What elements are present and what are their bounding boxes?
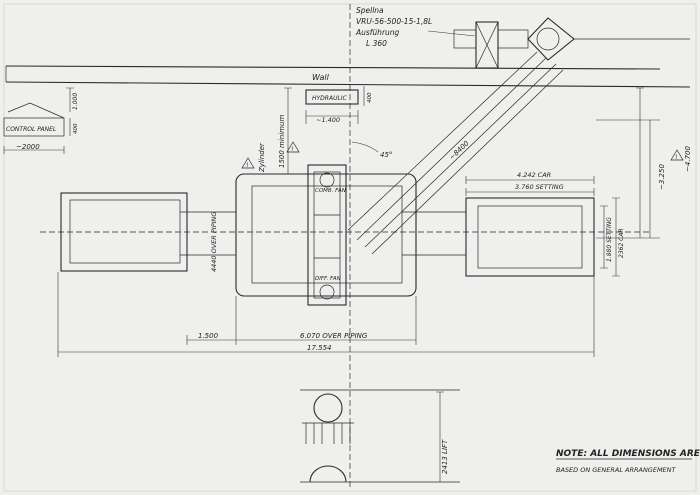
- diff-fan-circle: [319, 284, 335, 300]
- setting-height-dimension: 1.880 SETTING: [606, 217, 613, 262]
- right-short-dimension: ~3.250: [658, 164, 666, 190]
- hydraulic-width: ~1.400: [316, 116, 340, 124]
- lift-detail: 2413 LIFT: [300, 389, 460, 483]
- lower-roller: [309, 465, 347, 483]
- control-panel-label: CONTROL PANEL: [6, 126, 56, 133]
- total-length-dimension: 17.554: [307, 344, 332, 352]
- left-container: 4440 OVER PIPING: [60, 192, 236, 272]
- wall-label: Wall: [312, 73, 330, 82]
- main-machine: COMB. FAN DIFF. FAN: [235, 164, 466, 306]
- spec-line-1: Spellna: [356, 6, 384, 15]
- right-container: 3.760 SETTING 4.242 CAR 1.880 SETTING 23…: [465, 171, 625, 277]
- comb-fan-label: COMB. FAN: [315, 188, 346, 194]
- warning-triangles: ! ! !: [241, 141, 684, 169]
- car-dimension: 4.242 CAR: [517, 171, 551, 179]
- bottom-dimensions: 1.500 6.070 OVER PIPING 17.554: [57, 272, 595, 357]
- svg-text:!: !: [675, 154, 677, 161]
- warning-icon: !: [241, 157, 255, 169]
- left-gap-dimension: 1.500: [198, 332, 219, 340]
- setting-dimension: 3.760 SETTING: [515, 183, 564, 191]
- lift-dimension: 2413 LIFT: [441, 439, 449, 474]
- comb-fan-circle: [319, 172, 335, 188]
- hydraulic-unit: HYDRAULIC ~1.400 400: [305, 86, 373, 124]
- car-height-dimension: 2362 CAR: [618, 228, 625, 258]
- angle-label: 45°: [380, 151, 392, 159]
- diff-fan-label: DIFF. FAN: [315, 276, 341, 282]
- cylinder-clearance-dimension: 1500 minimum: [278, 115, 286, 168]
- right-total-dimension: ~4.700: [684, 146, 692, 172]
- general-note: NOTE: ALL DIMENSIONS ARE BASED ON GENERA…: [556, 449, 700, 474]
- control-panel: CONTROL PANEL ~2000 1.000 400: [3, 87, 79, 154]
- svg-text:!: !: [291, 146, 293, 153]
- note-title: NOTE: ALL DIMENSIONS ARE: [556, 449, 700, 459]
- warning-icon: !: [670, 149, 684, 161]
- spec-line-4: L 360: [366, 39, 387, 48]
- hydraulic-label: HYDRAULIC: [312, 95, 348, 102]
- control-panel-base: 400: [73, 123, 79, 134]
- spec-line-2: VRU-56-500-15-1,8L: [356, 17, 432, 26]
- over-piping-dimension: 6.070 OVER PIPING: [300, 332, 368, 340]
- control-panel-height: 1.000: [72, 93, 79, 110]
- note-subtitle: BASED ON GENERAL ARRANGEMENT: [556, 466, 677, 474]
- angle-annotation: 45°: [351, 141, 392, 159]
- control-panel-width: ~2000: [16, 143, 40, 151]
- spec-line-3: Ausführung: [355, 28, 400, 37]
- cylinder-label: Zylinder: [258, 142, 266, 173]
- over-piping-vertical: 4440 OVER PIPING: [210, 212, 218, 272]
- upper-roller: [313, 393, 343, 423]
- vru-unit-symbol: [453, 17, 690, 69]
- warning-icon: !: [286, 141, 300, 153]
- svg-text:!: !: [246, 162, 248, 169]
- spec-block: Spellna VRU-56-500-15-1,8L Ausführung L …: [355, 6, 476, 48]
- right-vertical-dimensions: ~3.250 ~4.700: [596, 87, 692, 239]
- hydraulic-height: 400: [367, 92, 373, 103]
